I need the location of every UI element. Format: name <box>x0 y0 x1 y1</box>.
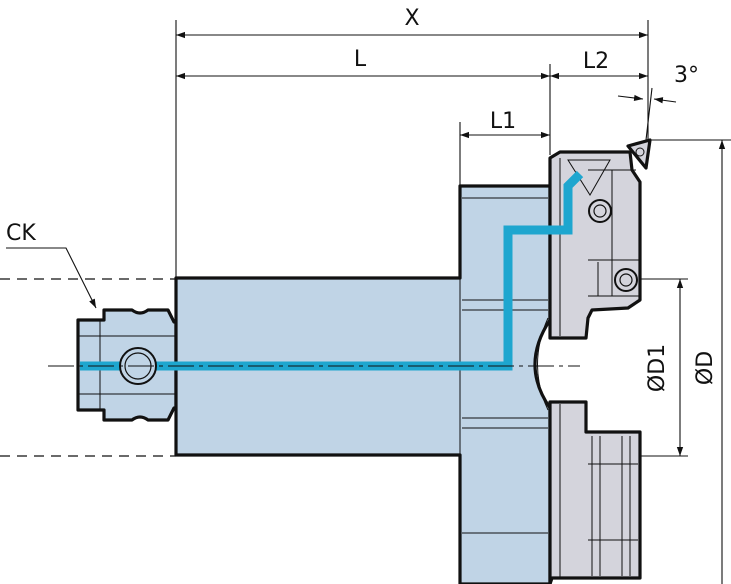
dimension-l: L <box>176 47 551 155</box>
dimension-d1-label: ØD1 <box>645 344 670 392</box>
dimension-l-label: L <box>354 47 367 72</box>
dimension-angle-label: 3° <box>674 63 699 88</box>
insert-holder-upper <box>548 150 642 340</box>
dimension-ck: CK <box>6 221 97 309</box>
coolant-channel <box>80 170 584 371</box>
dimension-l1: L1 <box>459 109 550 186</box>
dimension-d-label: ØD <box>693 351 718 385</box>
clamp-screw-lower <box>614 268 638 292</box>
dimension-l2-label: L2 <box>583 49 609 74</box>
insert-holder-lower <box>548 400 642 584</box>
dimension-angle: 3° <box>617 63 699 141</box>
clamp-screw-upper <box>588 199 612 223</box>
dimension-ck-label: CK <box>6 221 36 246</box>
main-body <box>174 184 552 584</box>
dimension-d: ØD <box>650 139 731 584</box>
dimension-l1-label: L1 <box>490 109 516 134</box>
dimension-x-label: X <box>404 6 419 31</box>
dimension-x: X <box>175 6 649 278</box>
dimension-d1: ØD1 <box>640 278 688 457</box>
dimension-l2: L2 <box>550 49 648 80</box>
